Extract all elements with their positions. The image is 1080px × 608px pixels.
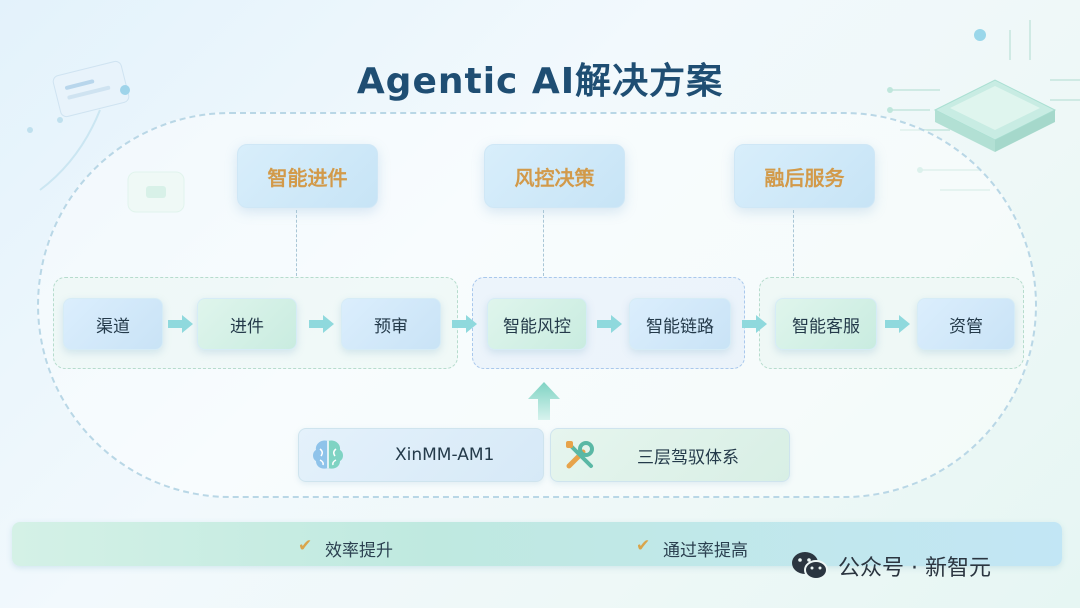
check-icon: ✔ [298, 536, 313, 556]
watermark-text: 公众号 · 新智元 [838, 556, 991, 581]
benefit-efficiency: 效率提升 [325, 541, 393, 561]
brain-icon [313, 440, 343, 469]
control-system-label: 三层驾驭体系 [637, 447, 739, 468]
connector-line [296, 210, 297, 276]
model-label: XinMM-AM1 [395, 445, 495, 465]
arrow-right-icon [452, 315, 477, 333]
check-icon: ✔ [636, 536, 651, 556]
watermark: 公众号 · 新智元 [790, 550, 991, 582]
node-intelligent-risk: 智能风控 [487, 298, 587, 350]
node-intake: 进件 [197, 298, 297, 350]
connector-line [793, 210, 794, 276]
control-system-box: 三层驾驭体系 [550, 428, 790, 482]
model-box: XinMM-AM1 [298, 428, 544, 482]
connector-line [543, 210, 544, 276]
arrow-right-icon [309, 315, 334, 333]
node-intelligent-chain: 智能链路 [629, 298, 731, 350]
arrow-up-icon [528, 382, 560, 420]
header-risk-decision: 风控决策 [484, 144, 625, 208]
node-asset-management: 资管 [917, 298, 1015, 350]
tools-icon [566, 441, 594, 469]
benefit-approval-rate: 通过率提高 [663, 541, 748, 561]
node-intelligent-support: 智能客服 [775, 298, 877, 350]
arrow-right-icon [742, 315, 767, 333]
node-channel: 渠道 [63, 298, 163, 350]
arrow-right-icon [885, 315, 910, 333]
page-title: Agentic AI解决方案 [356, 61, 724, 102]
node-prereview: 预审 [341, 298, 441, 350]
header-intelligent-intake: 智能进件 [237, 144, 378, 208]
benefit-bar [12, 522, 1062, 566]
arrow-right-icon [597, 315, 622, 333]
header-post-loan-service: 融后服务 [734, 144, 875, 208]
arrow-right-icon [168, 315, 193, 333]
wechat-icon [792, 552, 828, 580]
